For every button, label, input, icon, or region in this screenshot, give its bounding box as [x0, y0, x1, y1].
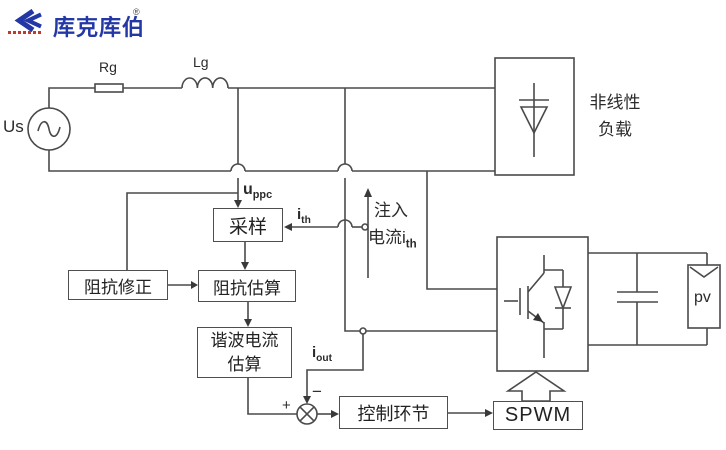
arrowhead-right-icon: [191, 281, 198, 289]
arrowhead-up-icon: [364, 188, 372, 197]
spwm-block: SPWM: [493, 401, 583, 430]
arrowhead-right-icon: [485, 409, 493, 417]
resistor-label: Rg: [99, 59, 117, 75]
inductor-lg-icon: [181, 77, 229, 89]
inductor-label: Lg: [193, 54, 209, 70]
arrowhead-down-icon: [234, 200, 242, 208]
wire-hop-icon: [230, 163, 246, 172]
control-loop-block: 控制环节: [339, 396, 448, 429]
ith-label: ith: [297, 206, 311, 226]
tap-node-icon: [359, 327, 367, 335]
pv-label: pv: [694, 289, 711, 306]
nonlinear-load-label: 非线性 负载: [589, 93, 641, 139]
impedance-correction-block: 阻抗修正: [68, 270, 168, 300]
sine-wave-icon: [37, 120, 61, 138]
logo-k-icon: [14, 9, 42, 33]
harmonic-current-estimation-block: 谐波电流 估算: [197, 327, 292, 378]
sampling-block: 采样: [213, 208, 283, 242]
plus-sign: +: [282, 397, 291, 414]
arrowhead-down-icon: [303, 396, 311, 404]
freewheel-diode-icon: [553, 270, 573, 329]
minus-sign: −: [312, 382, 322, 401]
wire-hop-icon: [337, 219, 353, 228]
arrowhead-right-icon: [331, 410, 339, 418]
logo-tagline-strip: [8, 31, 41, 34]
wire-hop-icon: [337, 163, 353, 172]
uppc-label: uppc: [243, 181, 273, 202]
arrowhead-left-icon: [284, 223, 292, 231]
arrowhead-down-icon: [244, 319, 252, 327]
nonlinear-load-box: [494, 57, 575, 176]
arrowhead-down-icon: [241, 262, 249, 270]
inject-current-label-line2: 电流ith: [368, 228, 417, 251]
registered-mark: ®: [133, 7, 140, 17]
dc-capacitor-icon: [617, 253, 658, 345]
impedance-estimation-block: 阻抗估算: [198, 270, 296, 302]
pv-panel-box: [687, 264, 721, 329]
pv-chevron-icon: [689, 266, 719, 278]
diode-icon: [519, 106, 549, 135]
logo-brand-text: 库克库伯: [53, 15, 146, 40]
inject-current-label-line1: 注入: [374, 201, 408, 220]
igbt-icon: [504, 255, 563, 358]
resistor-rg-icon: [94, 83, 124, 93]
iout-label: iout: [312, 344, 333, 364]
block-arrow-up-icon: [505, 371, 567, 402]
inverter-box: [496, 236, 589, 372]
source-label: Us: [3, 117, 24, 136]
